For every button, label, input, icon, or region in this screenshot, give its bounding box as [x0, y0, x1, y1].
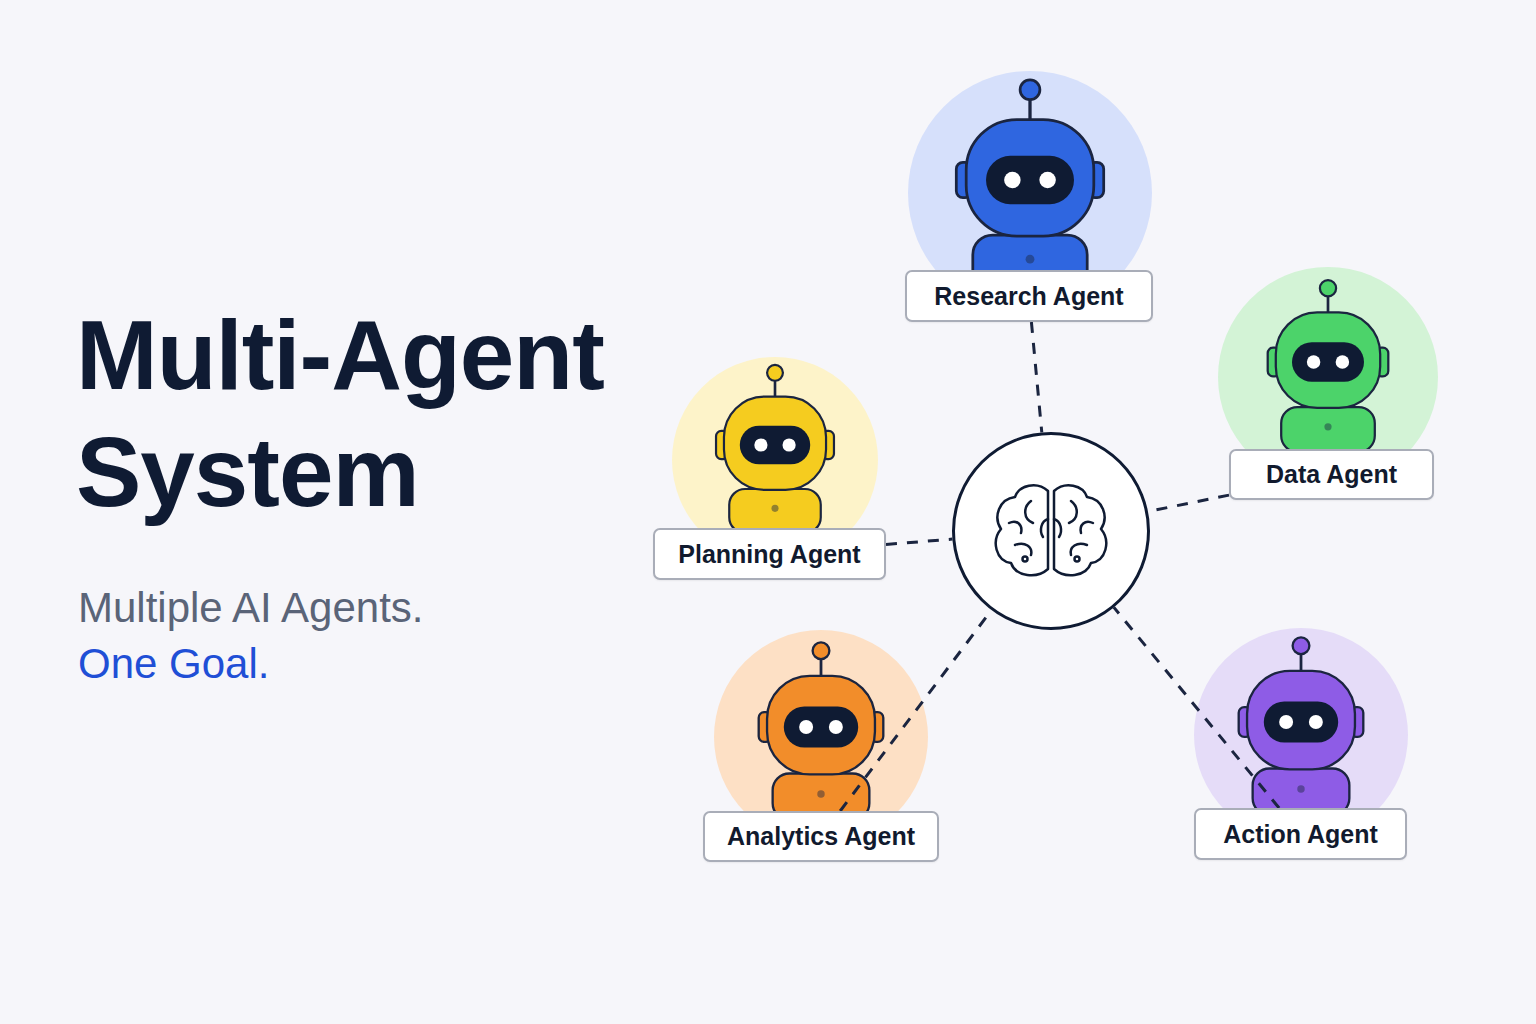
brain-outline [996, 485, 1106, 575]
robot-icon [1239, 637, 1364, 815]
subtitle-text: Multiple AI Agents. [78, 580, 424, 636]
node-text: Analytics Agent [727, 822, 915, 851]
robot-icon [1268, 280, 1389, 452]
dashed-connector [840, 610, 991, 811]
agent-label: Action Agent [1194, 808, 1407, 860]
diagram-title: Multi-Agent System [76, 297, 696, 531]
node-text: Research Agent [934, 282, 1123, 311]
subtitle-accent: One Goal. [78, 636, 269, 692]
agent-label: Analytics Agent [703, 811, 939, 862]
node-text: Planning Agent [678, 540, 860, 569]
hub-circle [952, 432, 1150, 630]
robot-icon [716, 365, 834, 533]
node-text: Action Agent [1223, 820, 1378, 849]
agent-label: Research Agent [905, 270, 1153, 322]
dashed-connector [1114, 607, 1279, 808]
robot-icon [759, 642, 884, 820]
agent-label: Data Agent [1229, 449, 1434, 500]
dashed-connector [886, 539, 952, 544]
agent-label: Planning Agent [653, 528, 886, 580]
dashed-connector [1148, 495, 1229, 511]
node-text: Data Agent [1266, 460, 1397, 489]
robot-icon [956, 80, 1103, 290]
dashed-connector [1031, 322, 1041, 432]
